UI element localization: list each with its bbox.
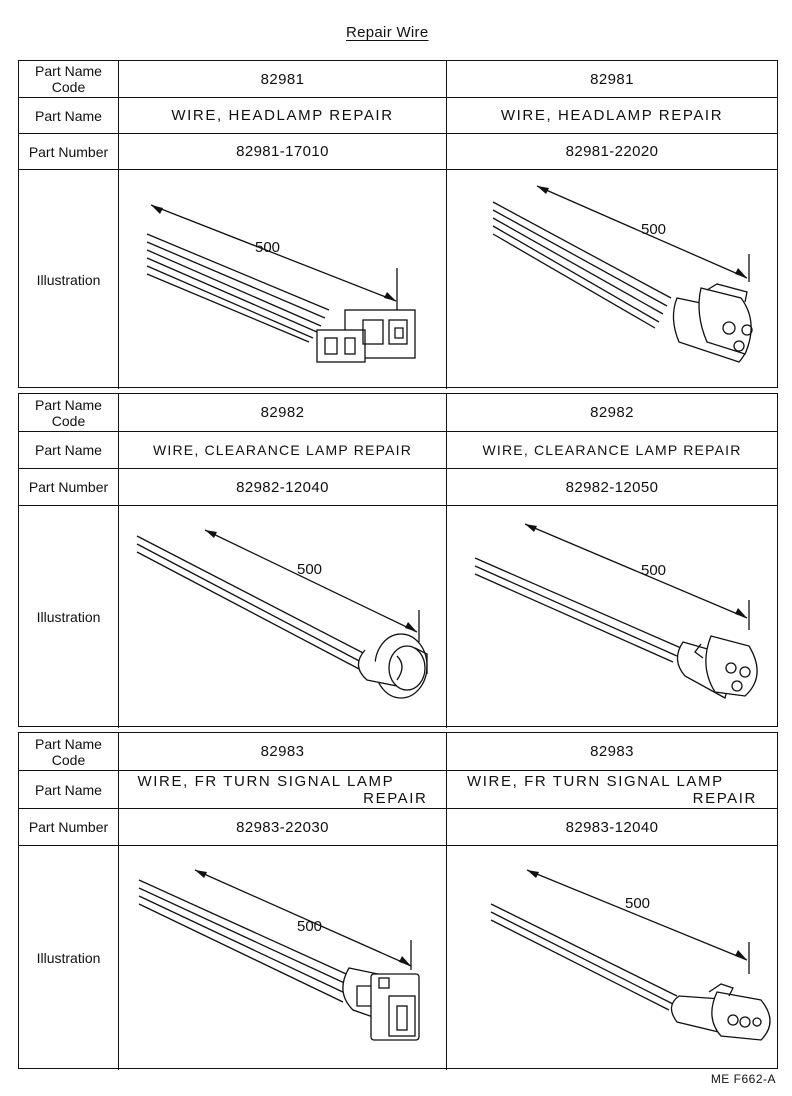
part-block-82981: Part Name Code 82981 82981 Part Name WIR… [18,60,778,389]
part-name-right: WIRE, HEADLAMP REPAIR [500,107,724,124]
part-number-left: 82983-22030 [119,809,447,845]
part-code-right: 82983 [590,743,634,760]
illustration-cell-left [119,170,447,389]
illustration-cell-left [119,506,447,728]
part-number-right: 82983-12040 [565,818,659,836]
label-illustration: Illustration [19,506,119,728]
label-part-name: Part Name [19,432,119,468]
headlamp-wire-illustration-left: 500 [146,204,416,363]
part-code-left: 82981 [119,61,447,97]
label-part-code: Part Name Code [19,61,119,97]
part-name-line1: WIRE, FR TURN SIGNAL LAMP [467,772,724,790]
label-part-code: Part Name Code [19,394,119,431]
row-part-name: Part Name WIRE, CLEARANCE LAMP REPAIR WI… [19,432,777,469]
part-name-right: WIRE, CLEARANCE LAMP REPAIR [482,442,742,458]
dimension-label: 500 [641,562,666,579]
part-code-left: 82982 [119,394,447,431]
label-part-name: Part Name [19,98,119,133]
label-part-number: Part Number [19,809,119,845]
part-name-line1: WIRE, FR TURN SIGNAL LAMP [137,772,395,790]
row-part-name: Part Name WIRE, FR TURN SIGNAL LAMP REPA… [19,771,777,809]
part-code-left: 82983 [119,733,447,770]
page-title: Repair Wire [346,24,429,41]
part-number-right: 82981-22020 [565,143,659,160]
clearance-lamp-wire-illustration-left: 500 [136,529,428,699]
clearance-lamp-wire-illustration-right: 500 [474,523,758,699]
part-name-line2: REPAIR [692,789,757,807]
row-part-code: Part Name Code 82983 82983 [19,733,777,771]
part-name-line2: REPAIR [363,789,428,807]
part-code-right: 82982 [590,404,634,421]
label-part-code: Part Name Code [19,733,119,770]
part-name-left: WIRE, CLEARANCE LAMP REPAIR [119,432,447,468]
label-part-number: Part Number [19,469,119,505]
part-name-left: WIRE, HEADLAMP REPAIR [119,98,447,133]
part-code-right: 82981 [590,70,634,88]
row-illustration: Illustration [19,170,777,389]
turn-signal-wire-illustration-right: 500 [490,869,771,1041]
dimension-label: 500 [297,561,322,578]
part-block-82982: Part Name Code 82982 82982 Part Name WIR… [18,393,778,728]
part-number-right: 82982-12050 [565,478,659,496]
label-illustration: Illustration [19,170,119,389]
dimension-label: 500 [297,918,322,935]
row-illustration: Illustration 500 [19,846,777,1070]
figure-code: ME F662-A [710,1072,776,1086]
label-illustration: Illustration [19,846,119,1070]
part-number-left: 82982-12040 [119,469,447,505]
row-part-number: Part Number 82981-17010 82981-22020 [19,134,777,170]
row-part-name: Part Name WIRE, HEADLAMP REPAIR WIRE, HE… [19,98,777,134]
dimension-label: 500 [625,895,650,912]
label-part-number: Part Number [19,134,119,169]
part-name-left: WIRE, FR TURN SIGNAL LAMP REPAIR [119,771,447,808]
dimension-label: 500 [641,221,666,238]
row-illustration: Illustration 500 [19,506,777,728]
illustration-cell-left [119,846,447,1070]
row-part-number: Part Number 82983-22030 82983-12040 [19,809,777,846]
headlamp-wire-illustration-right: 500 [492,185,753,363]
part-number-left: 82981-17010 [119,134,447,169]
part-name-right: WIRE, FR TURN SIGNAL LAMP REPAIR [447,771,777,808]
part-block-82983: Part Name Code 82983 82983 Part Name WIR… [18,732,778,1070]
dimension-label: 500 [255,239,280,256]
row-part-code: Part Name Code 82981 82981 [19,61,777,98]
row-part-code: Part Name Code 82982 82982 [19,394,777,432]
label-part-name: Part Name [19,771,119,808]
row-part-number: Part Number 82982-12040 82982-12050 [19,469,777,506]
turn-signal-wire-illustration-left: 500 [138,869,420,1041]
